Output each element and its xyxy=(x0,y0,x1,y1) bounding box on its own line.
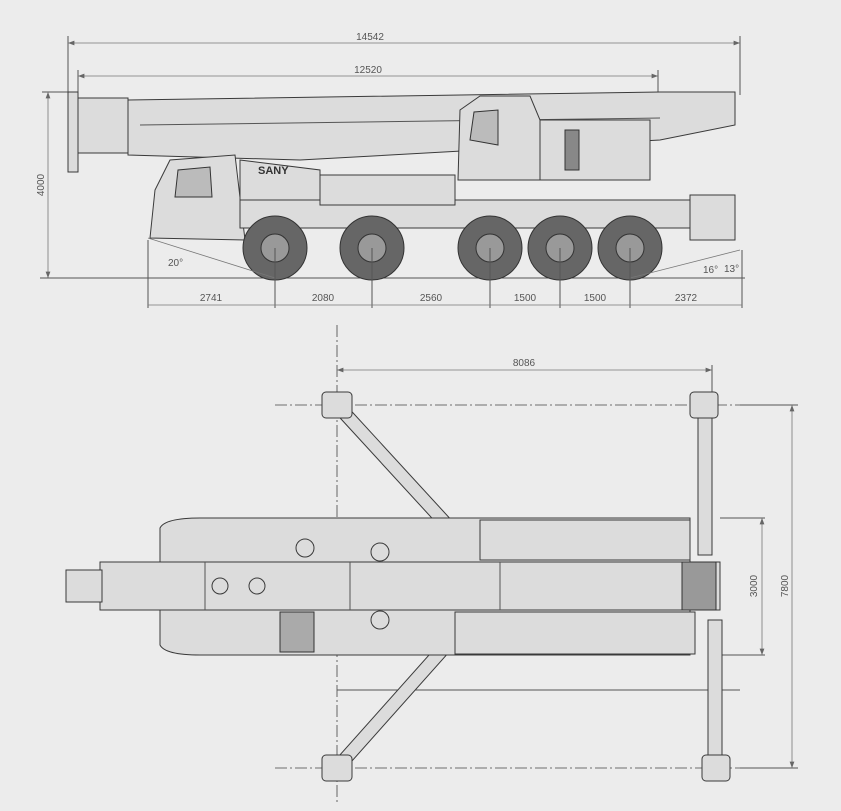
axle-spacing-dimensions: 2741 2080 2560 1500 1500 2372 xyxy=(147,240,743,308)
departure-angle-1-label: 16° xyxy=(703,265,718,276)
boom-length-label: 12520 xyxy=(354,65,382,76)
axle-spacing-label: 2560 xyxy=(420,293,443,304)
sany-logo: SANY xyxy=(258,165,289,177)
axle-spacing-label: 1500 xyxy=(514,293,537,304)
outrigger-pad xyxy=(321,754,353,782)
boom-head xyxy=(67,91,79,173)
counterweight xyxy=(539,119,651,181)
top-view: 8086 3000 7800 xyxy=(65,325,798,805)
axle-spacing-label: 2741 xyxy=(200,293,223,304)
outrigger-longitudinal-label: 8086 xyxy=(513,358,536,369)
outrigger-pad xyxy=(689,391,719,419)
outrigger-pad xyxy=(701,754,731,782)
side-view: 14542 12520 4000 SANY xyxy=(36,32,745,308)
approach-angle-label: 20° xyxy=(168,258,183,269)
boom-tip-sheaves xyxy=(77,97,129,154)
outrigger-span-label: 7800 xyxy=(780,574,791,597)
overall-length-label: 14542 xyxy=(356,32,384,43)
departure-angle-2-label: 13° xyxy=(724,264,739,275)
outrigger-pad xyxy=(321,391,353,419)
axle-spacing-label: 1500 xyxy=(584,293,607,304)
wheels xyxy=(242,215,663,281)
boom-top xyxy=(99,561,721,611)
axle-spacing-label: 2080 xyxy=(312,293,335,304)
width-label: 3000 xyxy=(749,574,760,597)
height-label: 4000 xyxy=(36,173,47,196)
axle-spacing-label: 2372 xyxy=(675,293,698,304)
boom-head-top xyxy=(65,569,103,603)
